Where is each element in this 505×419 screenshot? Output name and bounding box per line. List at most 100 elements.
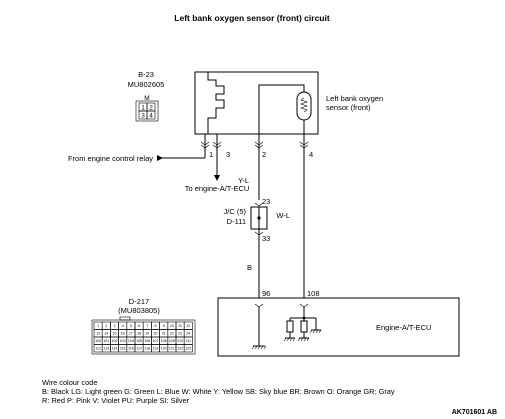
connector-d217-id: D-217	[129, 297, 149, 306]
ecu-pin-96: 96	[262, 289, 270, 298]
connector-d217-pin: 13	[96, 332, 100, 336]
connector-mark-icon	[212, 141, 222, 149]
connector-b23-pin: 4	[149, 113, 153, 120]
connector-b23-pin: 3	[141, 113, 145, 120]
connector-d217-pin: 105	[136, 339, 142, 343]
connector-mark-icon	[254, 303, 264, 308]
sensor-housing-box	[194, 71, 319, 135]
jc-label-line1: J/C (5)	[224, 207, 247, 216]
connector-d217-pin: 12	[186, 324, 190, 328]
connector-d217-pin: 4	[122, 324, 124, 328]
connector-d217-pin: 100	[95, 339, 101, 343]
connector-d217-pin: 113	[103, 347, 109, 351]
connector-d217-pin: 116	[128, 347, 134, 351]
connector-d217-pin: 17	[129, 332, 133, 336]
junction-connector: 23 J/C (5) D-111 33	[224, 197, 270, 298]
connector-d217-pin: 111	[186, 339, 191, 343]
connector-d217-pin: 21	[162, 332, 166, 336]
connector-d217-pin: 114	[112, 347, 118, 351]
pin-label-3: 3	[226, 150, 230, 159]
connector-d217-pin: 122	[177, 347, 183, 351]
sensor-element-symbol	[207, 72, 225, 134]
ecu-pin-108: 108	[307, 289, 320, 298]
wire-colour-legend: Wire colour code B: Black LG: Light gree…	[42, 378, 395, 405]
connector-d217-pin: 9	[163, 324, 165, 328]
connector-d217-pin: 11	[178, 324, 182, 328]
figure-reference: AK701601 AB	[452, 409, 497, 416]
connector-d217-pin: 1	[97, 324, 99, 328]
arrow-to-ecu-icon	[214, 175, 220, 181]
wire-color-b: B	[247, 263, 252, 272]
connector-d217-pin: 5	[130, 324, 132, 328]
ecu-box	[217, 297, 460, 357]
arrow-from-relay-icon	[157, 155, 163, 161]
connector-mark-icon	[200, 141, 210, 149]
harness-wires: 1 3 2 4 From engine control relay To eng…	[68, 134, 313, 298]
sensor-label-line1: Left bank oxygen	[326, 94, 383, 103]
connector-d217-pin: 108	[161, 339, 167, 343]
connector-d217-pin: 117	[136, 347, 142, 351]
connector-d217-pin: 19	[145, 332, 149, 336]
legend-line-1: B: Black LG: Light green G: Green L: Blu…	[42, 387, 395, 396]
jc-label-line2: D-111	[227, 217, 246, 226]
connector-d217-cell	[183, 344, 193, 353]
connector-d217-pin: 121	[169, 347, 175, 351]
ecu-label: Engine-A/T-ECU	[376, 323, 431, 332]
connector-d217-pin: 102	[112, 339, 118, 343]
atecu-label: To engine-A/T-ECU	[185, 184, 250, 193]
connector-d217-pin: 109	[169, 339, 175, 343]
connector-d217-pin: 15	[113, 332, 117, 336]
sensor-label-line2: sensor (front)	[326, 103, 371, 112]
connector-b23-pin: 2	[149, 105, 153, 112]
resistor-icon	[286, 320, 294, 333]
connector-d217-pin: 107	[153, 339, 159, 343]
connector-d217-part: (MU803805)	[118, 306, 160, 315]
connector-d217-pin: 3	[114, 324, 116, 328]
engine-at-ecu: 96 108 Engine-A/T-ECU	[217, 289, 460, 357]
sensor-connector-b23: B-23 MU802605 M 1 2 3 4	[128, 70, 164, 122]
legend-line-2: R: Red P: Pink V: Violet PU: Purple SI: …	[42, 396, 190, 405]
legend-heading: Wire colour code	[42, 378, 98, 387]
diagram-title: Left bank oxygen sensor (front) circuit	[174, 13, 330, 23]
sensor-heater-loop	[258, 84, 305, 134]
connector-d217-pin: 10	[170, 324, 174, 328]
connector-d217-pin: 7	[146, 324, 148, 328]
connector-d217-pin: 104	[128, 339, 134, 343]
connector-d217-pin: 22	[170, 332, 174, 336]
wire-color-yl: Y-L	[238, 176, 249, 185]
jc-pin-bottom: 33	[262, 234, 270, 243]
heater-element-symbol	[296, 91, 312, 121]
connector-d217-pin: 14	[104, 332, 108, 336]
connector-d217-pin: 115	[120, 347, 126, 351]
connector-d217-pin: 18	[137, 332, 141, 336]
connector-d217-pin: 101	[103, 339, 109, 343]
connector-d217-pin: 23	[178, 332, 182, 336]
connector-d217-pin: 2	[105, 324, 107, 328]
connector-d217-pin: 123	[185, 347, 191, 351]
pin-label-4: 4	[309, 150, 313, 159]
wire-color-wl: W-L	[276, 211, 290, 220]
connector-d217-pin: 106	[144, 339, 150, 343]
connector-d217-pin: 118	[144, 347, 150, 351]
connector-mark-icon	[299, 303, 309, 308]
connector-b23-face	[135, 100, 159, 122]
connector-b23-id: B-23	[138, 70, 154, 79]
resistor-icon	[300, 320, 308, 333]
connector-d217-pin: 16	[121, 332, 125, 336]
connector-b23-mark: M	[144, 95, 149, 102]
connector-mark-icon	[254, 231, 264, 236]
pin-label-1: 1	[209, 150, 213, 159]
pin-label-2: 2	[262, 150, 266, 159]
connector-d217-pin: 112	[95, 347, 101, 351]
connector-d217-pin: 20	[154, 332, 158, 336]
jc-pin-top: 23	[262, 197, 270, 206]
connector-d217-pin: 103	[120, 339, 126, 343]
connector-d217-pin: 8	[155, 324, 157, 328]
connector-d217-pin: 119	[153, 347, 159, 351]
connector-d217-pin: 120	[161, 347, 167, 351]
oxygen-sensor: Left bank oxygen sensor (front)	[194, 71, 383, 135]
connector-d217-pin: 110	[177, 339, 183, 343]
